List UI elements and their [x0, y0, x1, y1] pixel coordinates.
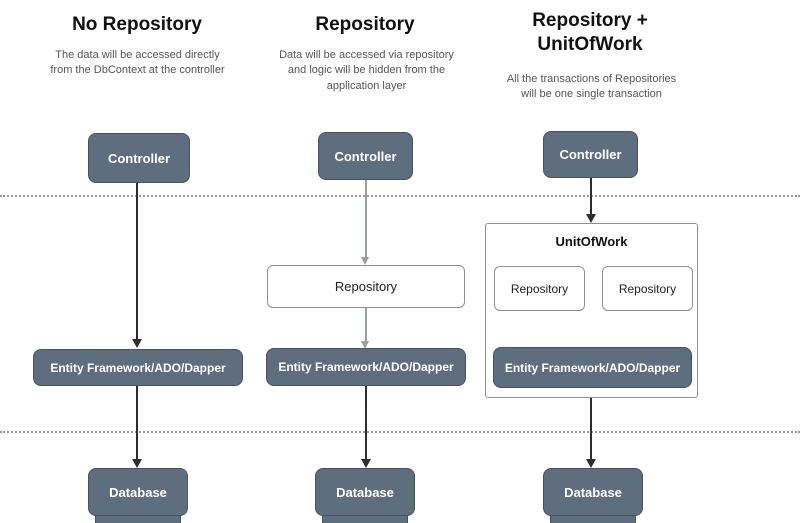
database-label-col2: Database [315, 468, 415, 516]
arrowhead-controller-to-unitofwork-col3 [586, 214, 596, 223]
node-controller-col3: Controller [543, 131, 638, 178]
database-label-col3: Database [543, 468, 643, 516]
node-controller-col2: Controller [318, 132, 413, 180]
arrow-ef-to-database-col1 [136, 386, 138, 460]
arrow-ef-to-database-col2 [365, 386, 367, 460]
column-description-repository-unitofwork: All the transactions of Repositories wil… [506, 73, 677, 101]
column-description-repository: Data will be accessed via repository and… [279, 49, 454, 92]
node-entity-framework-col2: Entity Framework/ADO/Dapper [266, 348, 466, 386]
node-repository-2-col3: Repository [602, 266, 693, 311]
dotted-separator-bottom [0, 431, 800, 433]
arrowhead-controller-to-repository-col2 [361, 257, 369, 265]
arrow-controller-to-unitofwork-col3 [590, 178, 592, 215]
column-title-repository: Repository [315, 14, 415, 35]
arrow-unitofwork-to-database-col3 [590, 398, 592, 460]
column-description-no-repository: The data will be accessed directly from … [50, 49, 225, 77]
column-title-repository-unitofwork: Repository + UnitOfWork [532, 10, 648, 55]
node-entity-framework-col1: Entity Framework/ADO/Dapper [33, 349, 243, 386]
node-repository-col2: Repository [267, 265, 465, 308]
unitofwork-title: UnitOfWork [555, 234, 628, 249]
arrow-controller-to-repository-col2 [365, 180, 367, 258]
node-controller-col1: Controller [88, 133, 190, 183]
arrow-repository-to-ef-col2 [365, 308, 367, 342]
node-database-col1: Database [88, 468, 188, 523]
dotted-separator-top [0, 195, 800, 197]
node-database-col2: Database [315, 468, 415, 523]
node-database-col3: Database [543, 468, 643, 523]
arrowhead-controller-to-ef-col1 [132, 339, 142, 348]
node-repository-1-col3: Repository [494, 266, 585, 311]
arrowhead-ef-to-database-col2 [361, 459, 371, 468]
arrowhead-ef-to-database-col1 [132, 459, 142, 468]
arrowhead-unitofwork-to-database-col3 [586, 459, 596, 468]
database-label-col1: Database [88, 468, 188, 516]
arrowhead-repository-to-ef-col2 [361, 341, 369, 349]
node-entity-framework-col3: Entity Framework/ADO/Dapper [493, 347, 692, 388]
unitofwork-container: UnitOfWork Repository Repository Entity … [485, 223, 698, 398]
arrow-controller-to-ef-col1 [136, 183, 138, 340]
column-title-no-repository: No Repository [72, 14, 202, 35]
